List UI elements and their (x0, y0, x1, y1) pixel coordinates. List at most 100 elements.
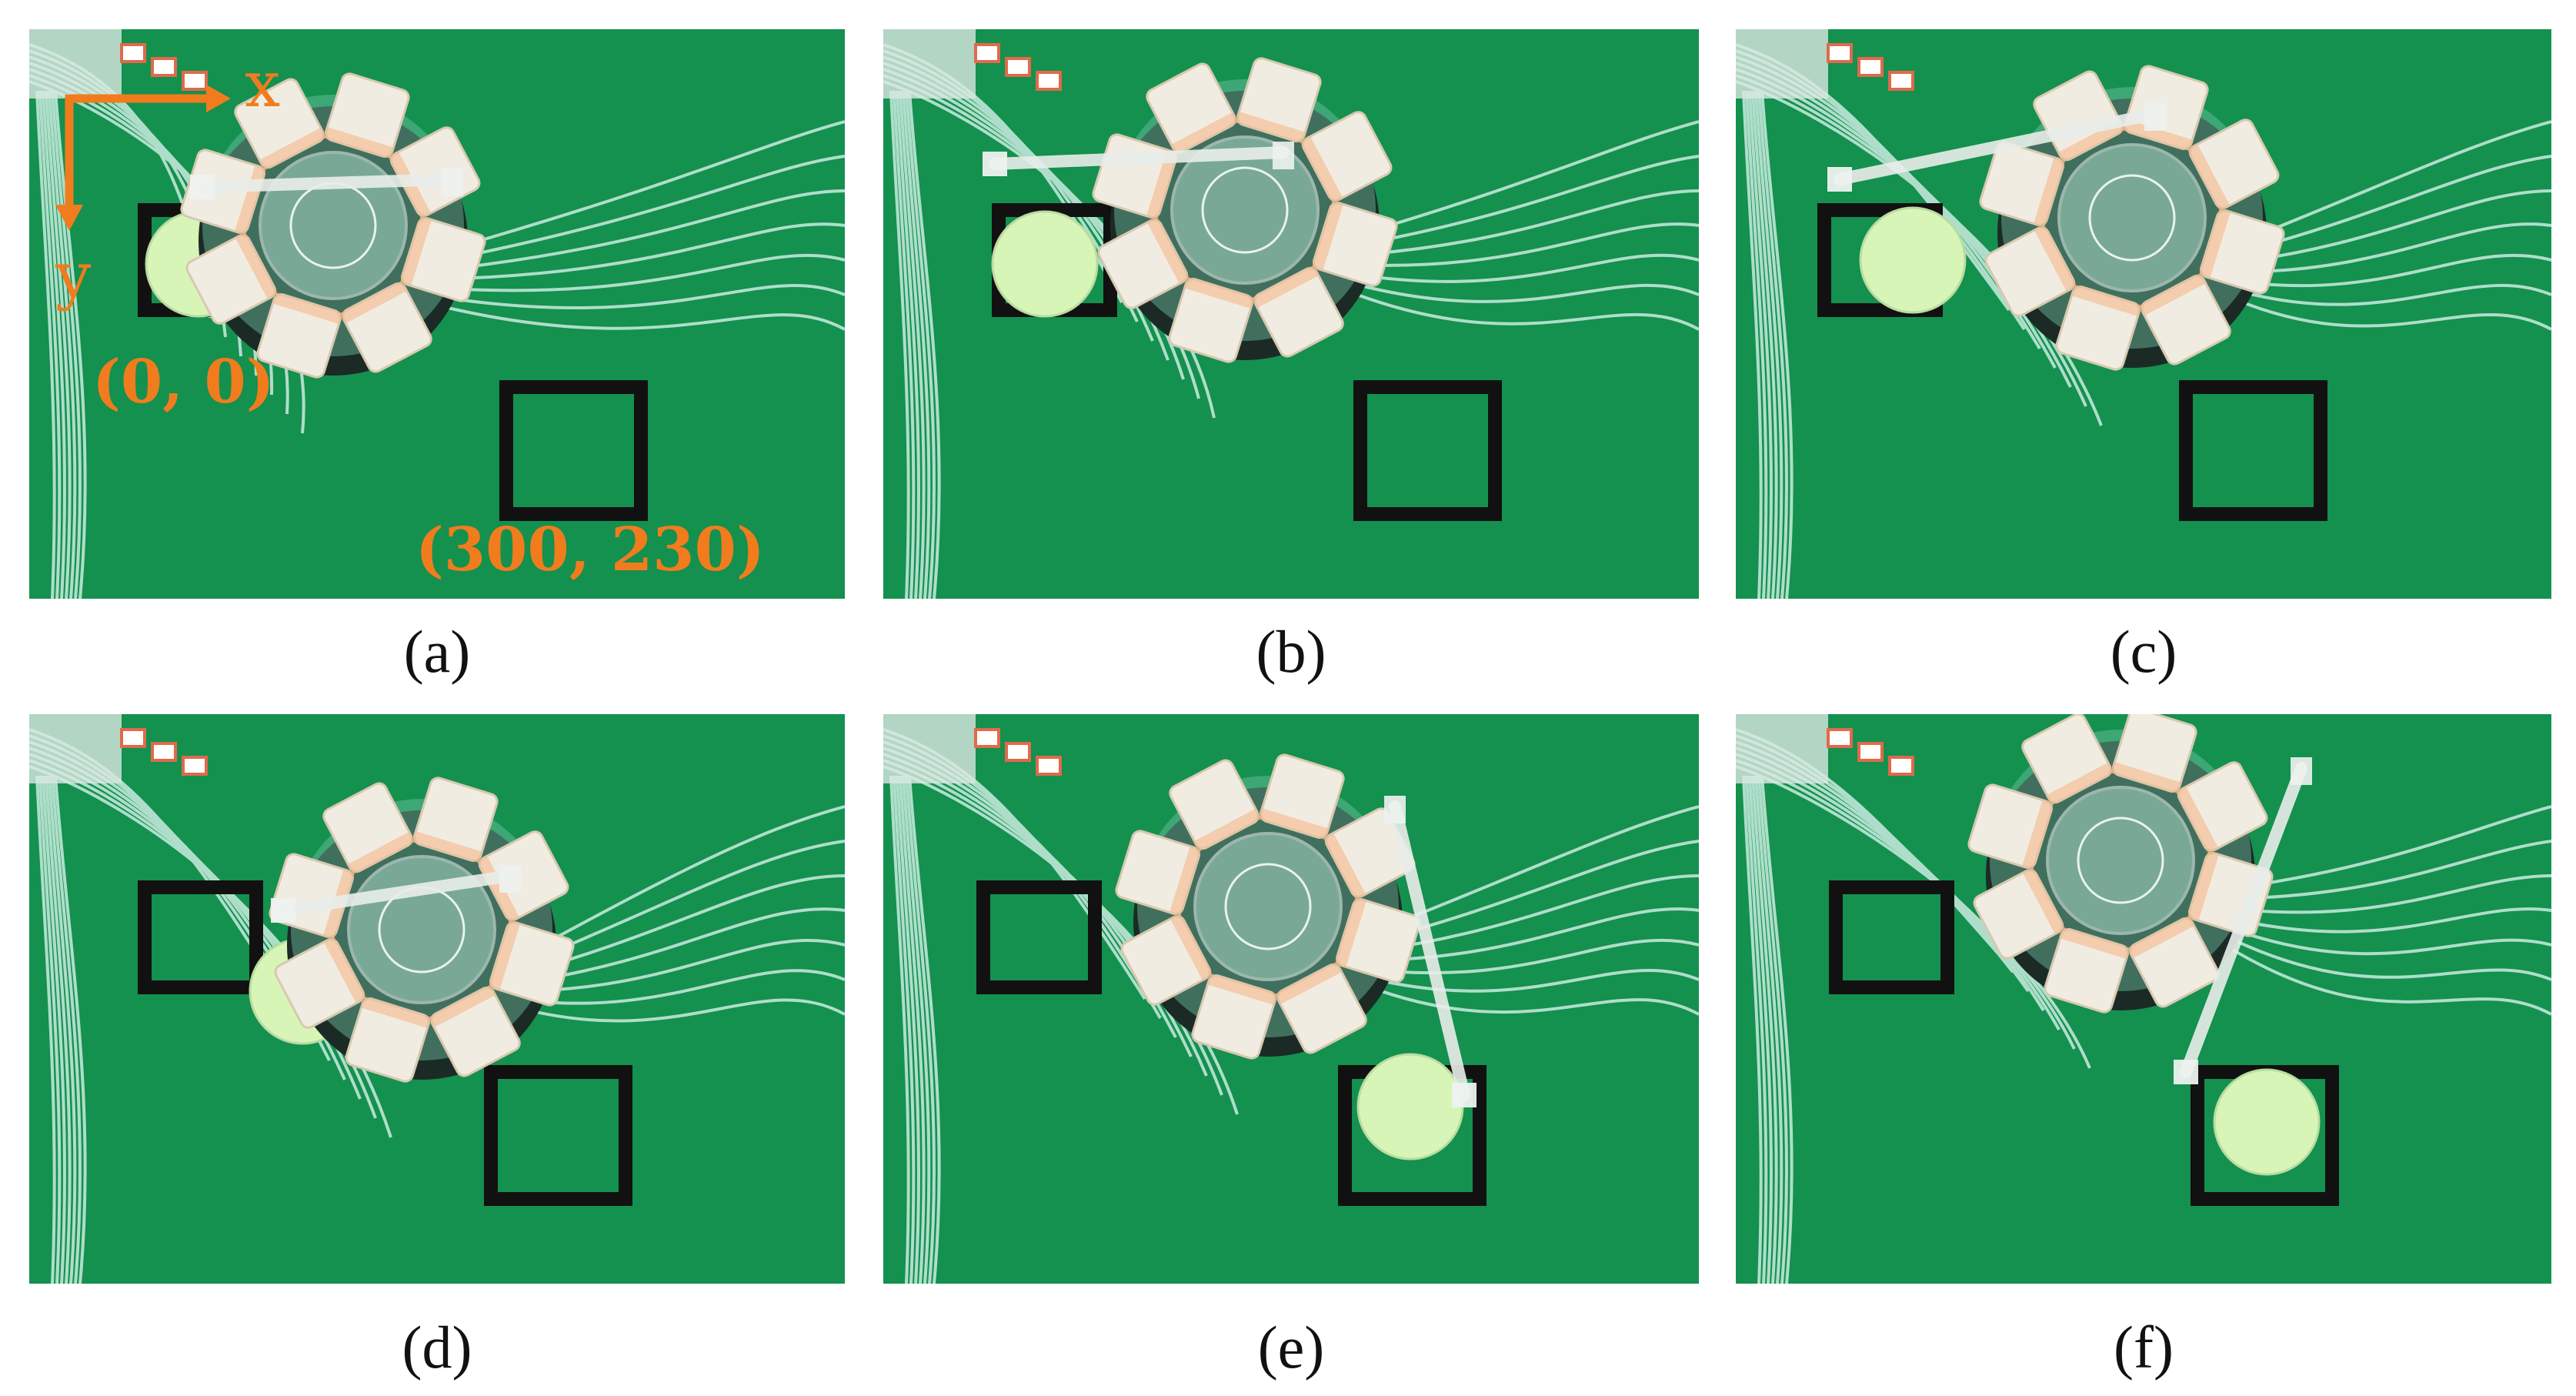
soft-actuator-module (185, 232, 279, 325)
soft-actuator-module (256, 292, 342, 379)
air-tube (1748, 90, 1774, 599)
air-tube (889, 775, 910, 1284)
soft-actuator-module (1973, 867, 2066, 960)
soft-actuator-module (1967, 783, 2054, 870)
air-tube (902, 90, 931, 599)
tube-connector-cluster (883, 29, 976, 99)
sensor-tag (1888, 756, 1914, 776)
manipulator-arm (1389, 800, 1470, 1101)
actuator-shadow (2034, 157, 2065, 227)
photo-panel-c (1736, 29, 2551, 599)
actuator-shadow (1236, 112, 1306, 143)
air-tube (51, 90, 82, 599)
air-tube (893, 90, 916, 599)
air-tube (1336, 278, 1699, 303)
actuator-shadow (1170, 913, 1213, 980)
air-tube (2212, 874, 2551, 914)
disc-object (1356, 1053, 1464, 1161)
soft-actuator-module (274, 937, 367, 1029)
sensor-tag (120, 728, 146, 748)
sensor-tag (1857, 57, 1884, 77)
air-tube (1748, 775, 1774, 1284)
soft-actuator-module (1169, 759, 1261, 852)
start-marker-square (1829, 880, 1954, 994)
tube-connector-cluster (1736, 714, 1828, 783)
air-tube (896, 775, 921, 1284)
central-dome (2046, 786, 2195, 935)
photo-scene-e (883, 714, 1699, 1284)
air-tube (513, 907, 845, 985)
air-tube (42, 775, 67, 1284)
soft-actuator-module (234, 78, 326, 171)
actuator-shadow (324, 127, 394, 159)
soft-actuator-module (1097, 217, 1190, 309)
arm-hub (1384, 796, 1406, 823)
air-tube (1336, 120, 1699, 242)
panel-label-b: (b) (1256, 618, 1326, 685)
arm-end-effector (1452, 1083, 1477, 1107)
photo-scene-a (29, 29, 845, 599)
soft-actuator-module (1323, 807, 1416, 900)
photo-panel-f (1736, 714, 2551, 1284)
air-tube (2224, 284, 2551, 306)
dome-inner-ring (1201, 166, 1289, 254)
actuator-shadow (476, 856, 520, 923)
photo-scene-b (883, 29, 1699, 599)
air-tube (51, 775, 82, 1284)
manipulator-arm (989, 146, 1290, 170)
air-tube (513, 805, 845, 962)
soft-actuator-module (1275, 961, 1367, 1054)
soft-actuator-module (1259, 753, 1345, 840)
arm-end-effector (271, 898, 295, 923)
air-tube (513, 969, 845, 1005)
actuator-shadow (1300, 136, 1343, 203)
panel-label-f: (f) (2114, 1314, 2174, 1381)
actuator-shadow (2123, 119, 2193, 151)
actuator-shadow (1312, 201, 1343, 271)
sensor-tag (182, 756, 208, 776)
arm-hub (2291, 757, 2312, 785)
sensor-tag (1005, 742, 1031, 762)
air-tube (35, 775, 56, 1284)
actuator-shadow (2127, 915, 2194, 959)
panel-label-e: (e) (1257, 1314, 1325, 1381)
air-tube (2211, 936, 2551, 1016)
air-tube (513, 938, 845, 993)
arm-end-effector (190, 175, 215, 199)
air-tube (425, 253, 845, 292)
photo-scene-c (1736, 29, 2551, 599)
target-coordinate-label: (300, 230) (415, 515, 765, 585)
air-tube (1754, 90, 1784, 599)
sensor-tag (1036, 71, 1062, 91)
air-tube (1745, 90, 1768, 599)
actuator-shadow (1170, 846, 1201, 916)
sensor-tag (151, 57, 177, 77)
air-tube (1736, 765, 2091, 1069)
start-marker-square (976, 880, 1102, 994)
air-tube (513, 874, 845, 977)
actuator-shadow (2187, 851, 2219, 921)
tube-connector-cluster (883, 714, 976, 783)
soft-actuator-module (1146, 62, 1238, 155)
actuator-shadow (2047, 762, 2114, 806)
actuator-shadow (429, 984, 496, 1028)
dome-inner-ring (2088, 174, 2176, 262)
air-tube (45, 775, 72, 1284)
actuator-shadow (1184, 277, 1254, 309)
actuator-shadow (361, 997, 431, 1028)
actuator-shadow (1194, 808, 1261, 852)
actuator-shadow (2111, 762, 2181, 793)
origin-coordinate-label: (0, 0) (92, 347, 275, 417)
air-tube (42, 90, 67, 599)
actuator-shadow (412, 831, 482, 863)
actuator-shadow (272, 292, 342, 324)
soft-actuator-module (2055, 285, 2141, 371)
actuator-shadow (2034, 225, 2077, 292)
air-tube (38, 775, 62, 1284)
photo-scene-d (29, 714, 845, 1284)
sensor-tag (182, 71, 208, 91)
soft-actuator-module (1979, 141, 2065, 227)
air-tube (513, 840, 845, 970)
air-tube (2224, 120, 2551, 250)
soft-actuator-module (476, 830, 569, 923)
